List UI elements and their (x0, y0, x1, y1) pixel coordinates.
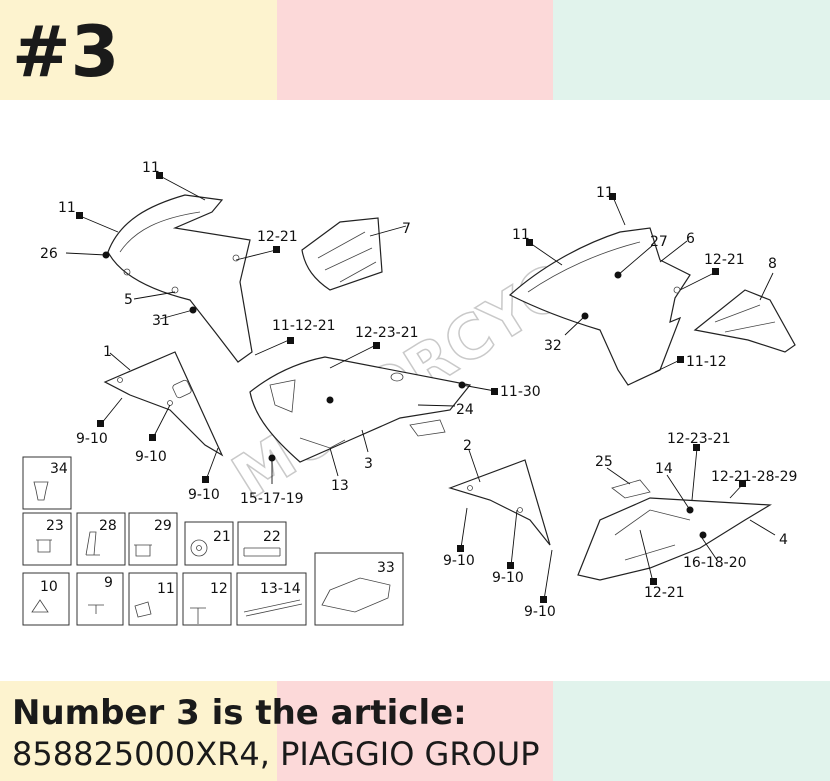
label-11-12-21: 11-12-21 (272, 318, 336, 334)
right-upper-fairing (508, 227, 691, 386)
box-33 (314, 552, 404, 626)
caption: Number 3 is the article: 858825000XR4, P… (12, 692, 539, 774)
box-label-12: 12 (210, 581, 228, 597)
band-yellow (0, 0, 277, 100)
band-mint (553, 0, 830, 100)
caption-line-2: 858825000XR4, PIAGGIO GROUP (12, 735, 540, 773)
label-26: 26 (40, 246, 58, 262)
label-5: 5 (124, 292, 133, 308)
box-22 (237, 521, 287, 566)
label-24: 24 (456, 402, 474, 418)
left-upper-fairing (107, 194, 253, 363)
band-pink (277, 0, 553, 100)
label-9-10d: 9-10 (443, 553, 475, 569)
box-label-33: 33 (377, 560, 395, 576)
label-25: 25 (595, 454, 613, 470)
box-9 (76, 572, 124, 626)
box-label-29: 29 (154, 518, 172, 534)
label-11d: 11 (512, 227, 530, 243)
box-label-21: 21 (213, 529, 231, 545)
label-31: 31 (152, 313, 170, 329)
label-12-21a: 12-21 (257, 229, 298, 245)
header-band (0, 0, 830, 100)
label-9-10a: 9-10 (76, 431, 108, 447)
label-27: 27 (650, 234, 668, 250)
box-10 (22, 572, 70, 626)
label-11-30: 11-30 (500, 384, 541, 400)
page-title: #3 (12, 11, 120, 93)
left-lower-panel (103, 351, 224, 457)
label-2: 2 (463, 438, 472, 454)
label-12-21-28-29: 12-21-28-29 (711, 469, 797, 485)
label-11b: 11 (58, 200, 76, 216)
caption-line-1: Number 3 is the article: (12, 693, 467, 733)
markers (76, 172, 746, 603)
label-6: 6 (686, 231, 695, 247)
footer-band-mint (553, 681, 830, 781)
label-1: 1 (103, 344, 112, 360)
label-7: 7 (402, 221, 411, 237)
left-duct (301, 217, 383, 291)
right-lower-panel (448, 459, 551, 546)
box-11 (128, 572, 178, 626)
bracket-24 (409, 419, 446, 437)
label-14: 14 (655, 461, 673, 477)
box-13-14 (236, 572, 307, 626)
box-label-34: 34 (50, 461, 68, 477)
box-label-22: 22 (263, 529, 281, 545)
label-11-12: 11-12 (686, 354, 727, 370)
box-29 (128, 512, 178, 566)
label-9-10c: 9-10 (188, 487, 220, 503)
box-label-23: 23 (46, 518, 64, 534)
label-9-10f: 9-10 (524, 604, 556, 620)
parts-diagram: MOTORCYC (22, 160, 797, 626)
label-13: 13 (331, 478, 349, 494)
label-11c: 11 (596, 185, 614, 201)
box-label-10: 10 (40, 579, 58, 595)
footer-band-pink (277, 681, 553, 781)
box-34 (22, 456, 72, 510)
box-label-13-14: 13-14 (260, 581, 301, 597)
label-9-10e: 9-10 (492, 570, 524, 586)
box-12 (182, 572, 232, 626)
label-4: 4 (779, 532, 788, 548)
label-15-17-19: 15-17-19 (240, 491, 304, 507)
box-28 (76, 512, 126, 566)
center-belly-pan (249, 356, 472, 463)
label-12-23-21b: 12-23-21 (667, 431, 731, 447)
box-label-9: 9 (104, 575, 113, 591)
hardware-grid: 34 23 28 29 21 22 10 9 11 12 13-14 (22, 456, 404, 626)
box-label-28: 28 (99, 518, 117, 534)
footer-band (0, 681, 830, 781)
label-8: 8 (768, 256, 777, 272)
label-9-10b: 9-10 (135, 449, 167, 465)
label-12-21c: 12-21 (644, 585, 685, 601)
right-duct (693, 289, 796, 353)
box-label-11: 11 (157, 581, 175, 597)
label-12-21b: 12-21 (704, 252, 745, 268)
right-belly-pan (577, 479, 772, 581)
box-21 (184, 521, 234, 566)
label-32: 32 (544, 338, 562, 354)
label-11a: 11 (142, 160, 160, 176)
label-16-18-20: 16-18-20 (683, 555, 747, 571)
label-3: 3 (364, 456, 373, 472)
label-12-23-21a: 12-23-21 (355, 325, 419, 341)
leader-lines (65, 175, 776, 601)
box-23 (22, 512, 72, 566)
footer-band-yellow (0, 681, 277, 781)
